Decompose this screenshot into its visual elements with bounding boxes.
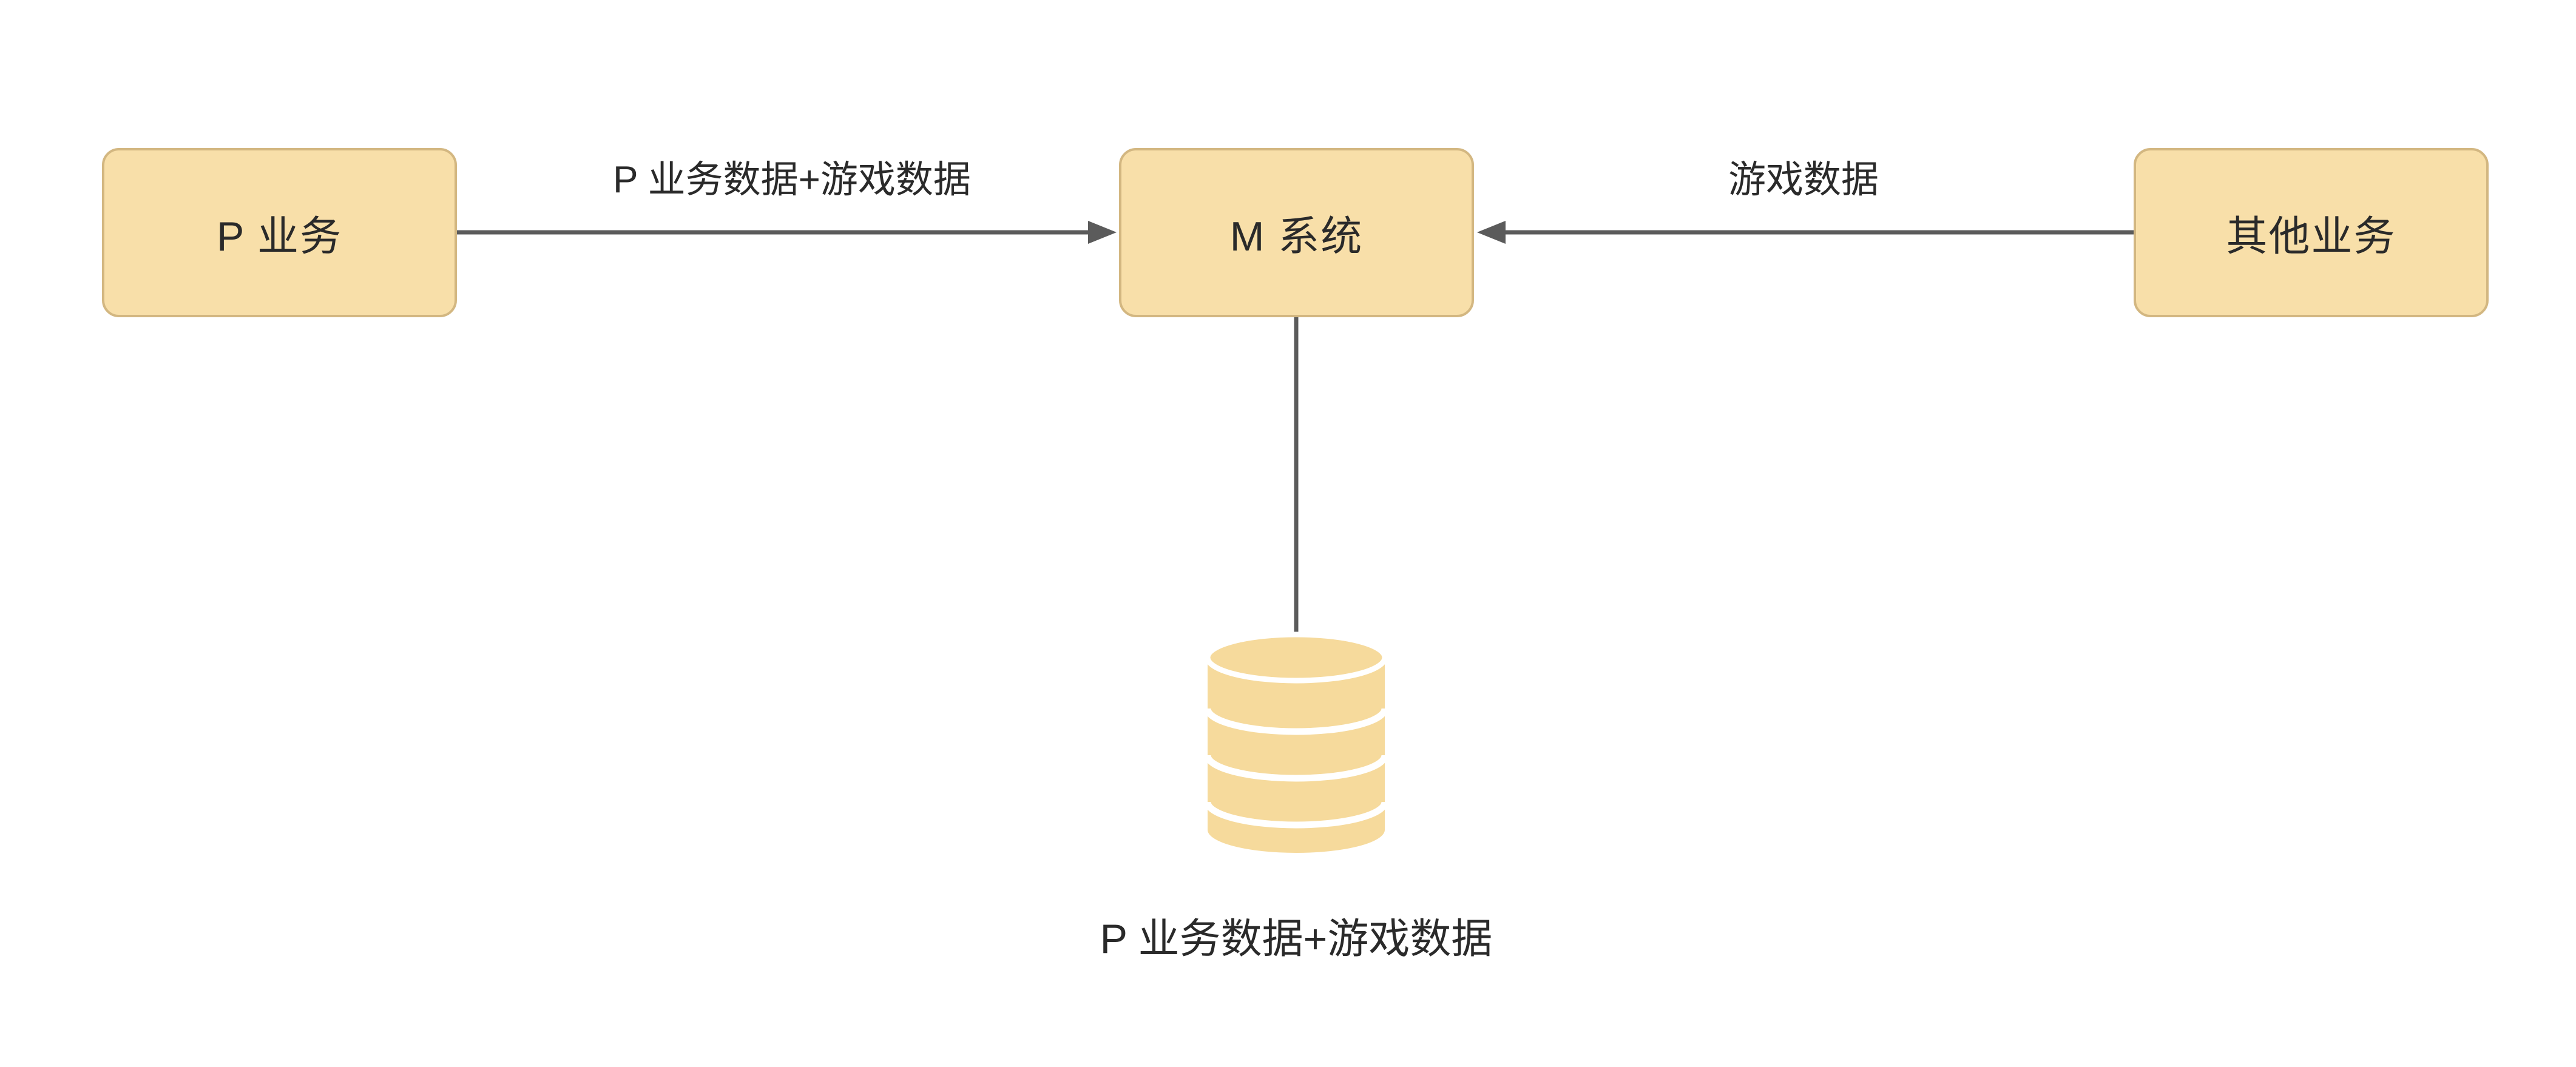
node-m-system: M 系统: [1119, 148, 1474, 317]
database-cylinder-icon: [1204, 631, 1388, 853]
edge-label-other-to-m: 游戏数据: [1728, 159, 1879, 201]
arrowhead-left-icon: [1477, 221, 1506, 244]
node-other-business: 其他业务: [2134, 148, 2489, 317]
node-p-business: P 业务: [102, 148, 457, 317]
database-label: P 业务数据+游戏数据: [1100, 916, 1493, 962]
node-other-business-label: 其他业务: [2226, 214, 2396, 260]
arrowhead-right-icon: [1088, 221, 1117, 244]
node-p-business-label: P 业务: [216, 214, 343, 260]
edge-label-p-to-m: P 业务数据+游戏数据: [613, 159, 971, 201]
node-m-system-label: M 系统: [1229, 214, 1364, 260]
